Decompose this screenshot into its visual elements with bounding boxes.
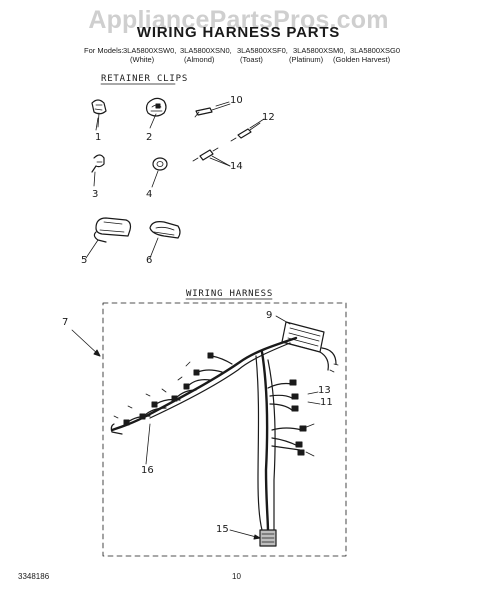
page-title: WIRING HARNESS PARTS <box>136 24 341 41</box>
callout-9: 9 <box>266 310 273 321</box>
callout-12: 12 <box>262 112 275 123</box>
model-code: 3LA5800XSM0, <box>293 46 346 55</box>
clip-part-2 <box>145 97 167 129</box>
page-number: 10 <box>232 572 241 581</box>
model-code: 3LA5800XSF0, <box>237 46 288 55</box>
callout-10: 10 <box>230 95 243 106</box>
terminal-part-12 <box>230 122 261 142</box>
wiring-harness-heading: WIRING HARNESS <box>186 289 274 299</box>
callout-4: 4 <box>146 189 153 200</box>
harness-left-branch <box>110 352 233 435</box>
model-color: (Golden Harvest) <box>333 55 391 64</box>
connector-block-part-9 <box>281 321 339 373</box>
model-code: 3LA5800XSW0, <box>123 46 177 55</box>
document-number: 3348186 <box>18 572 50 581</box>
callout-15: 15 <box>216 524 229 535</box>
callout-5: 5 <box>81 255 88 266</box>
callout-7: 7 <box>62 317 69 328</box>
retainer-clips-heading: RETAINER CLIPS <box>101 74 189 84</box>
model-code: 3LA5800XSG0 <box>350 46 401 55</box>
callout-2: 2 <box>146 132 153 143</box>
clip-part-6 <box>149 221 181 259</box>
callout-3: 3 <box>92 189 99 200</box>
clip-part-1 <box>91 99 107 128</box>
callout-14: 14 <box>230 161 243 172</box>
model-color: (Almond) <box>184 55 215 64</box>
model-color: (White) <box>130 55 155 64</box>
callout-6: 6 <box>146 255 153 266</box>
callout-16: 16 <box>141 465 154 476</box>
connector-part-15 <box>259 529 277 547</box>
callout-13: 13 <box>318 385 331 396</box>
terminal-part-14 <box>192 147 231 167</box>
harness-boundary <box>102 302 347 557</box>
clip-part-3 <box>91 154 105 187</box>
watermark-logo: AppliancePartsPros.com <box>88 6 389 34</box>
grommet-part-4 <box>151 157 168 188</box>
leader-lines <box>71 101 321 540</box>
models-label: For Models: <box>84 46 124 55</box>
harness-right-branch <box>267 379 315 457</box>
model-code: 3LA5800XSN0, <box>180 46 232 55</box>
terminal-part-10 <box>194 103 231 118</box>
clip-part-5 <box>85 217 132 259</box>
model-color: (Platinum) <box>289 55 324 64</box>
harness-trunk <box>110 336 298 534</box>
callout-1: 1 <box>95 132 102 143</box>
callout-11: 11 <box>320 397 333 408</box>
model-color: (Toast) <box>240 55 263 64</box>
